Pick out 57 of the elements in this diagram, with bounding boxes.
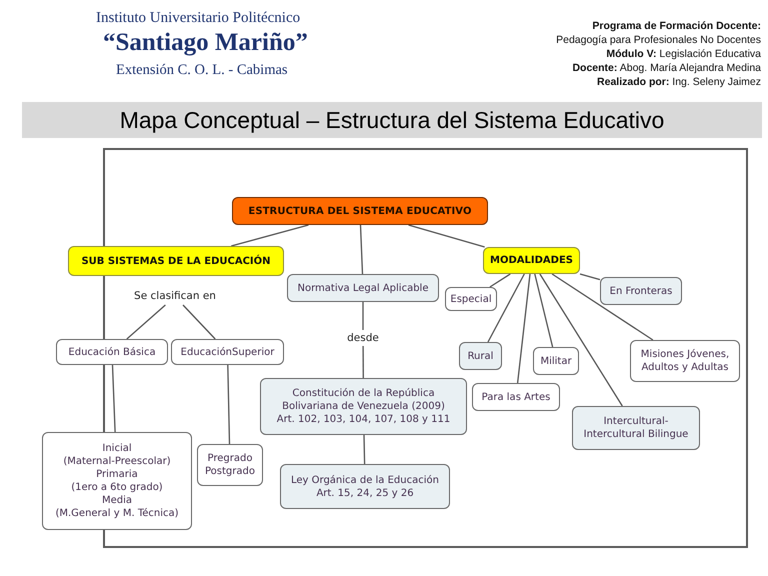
connector-line <box>534 274 554 348</box>
concept-box: Misiones Jóvenes, Adultos y Adultas <box>630 340 740 382</box>
connector-line <box>227 364 230 444</box>
concept-text: (M.General y M. Técnica) <box>55 507 179 520</box>
concept-text: Constitución de la República Bolivariana de Venezuela (2009) <box>281 387 446 413</box>
concept-text: Postgrado <box>205 465 255 478</box>
linking-phrase: desde <box>342 330 384 346</box>
concept-text: Art. 102, 103, 104, 107, 108 y 111 <box>276 413 450 426</box>
concept-text: Art. 15, 24, 25 y 26 <box>316 486 414 500</box>
header-line: Pedagogía para Profesionales No Docentes <box>555 34 761 47</box>
connector-line <box>126 304 166 340</box>
concept-box <box>197 444 263 486</box>
concept-box: Intercultural-Intercultural Bilingue <box>572 406 700 450</box>
category-box: SUB SISTEMAS DE LA EDUCACIÓN <box>68 246 284 276</box>
concept-text: Pregrado <box>208 452 252 465</box>
concept-text: Media <box>102 494 132 507</box>
concept-text: Inicial <box>102 442 132 455</box>
concept-box: EducaciónSuperior <box>171 339 284 365</box>
connector-line <box>516 274 531 384</box>
institute-name: “Santiago Mariño” <box>103 29 308 57</box>
header-line: Realizado por: Ing. Seleny Jaimez <box>596 76 761 89</box>
program-heading: Programa de Formación Docente: <box>591 20 761 33</box>
connector-line <box>408 224 485 248</box>
concept-box: Para las Artes <box>472 383 560 411</box>
connector-line <box>552 273 654 341</box>
header-line: Módulo V: Legislación Educativa <box>605 48 761 61</box>
concept-text: (1ero a 6to grado) <box>71 481 163 494</box>
concept-text: Ley Orgánica de la Educación <box>291 474 439 486</box>
connector-line <box>363 434 366 464</box>
root-concept-box: ESTRUCTURA DEL SISTEMA EDUCATIVO <box>232 197 488 225</box>
connector-line <box>231 224 309 247</box>
concept-box: Educación Básica <box>56 339 168 365</box>
concept-box: Rural <box>459 342 502 370</box>
concept-box <box>280 464 450 509</box>
concept-text: (Maternal-Preescolar) <box>63 455 171 468</box>
concept-text: Primaria <box>96 468 138 481</box>
concept-box <box>260 378 467 435</box>
connector-line <box>362 302 364 330</box>
header-line: Docente: Abog. María Alejandra Medina <box>571 62 761 75</box>
concept-box <box>42 432 192 530</box>
title-banner: Mapa Conceptual – Estructura del Sistema Educativo <box>22 102 762 138</box>
connector-line <box>182 304 216 340</box>
concept-box: Normativa Legal Aplicable <box>287 274 439 302</box>
concept-box: En Fronteras <box>600 277 682 305</box>
connector-line <box>487 274 525 342</box>
connector-line <box>362 346 364 378</box>
linking-phrase: Se clasifican en <box>126 288 224 305</box>
category-box: MODALIDADES <box>483 247 580 274</box>
institute-name: Instituto Universitario Politécnico <box>96 10 300 27</box>
concept-box: Militar <box>533 347 579 375</box>
connector-line <box>580 273 600 280</box>
concept-box: Especial <box>445 287 497 311</box>
connector-line <box>490 273 511 288</box>
campus-name: Extensión C. O. L. - Cabimas <box>116 62 288 79</box>
connector-line <box>360 224 364 274</box>
connector-line <box>539 274 623 406</box>
connector-line <box>112 364 116 432</box>
